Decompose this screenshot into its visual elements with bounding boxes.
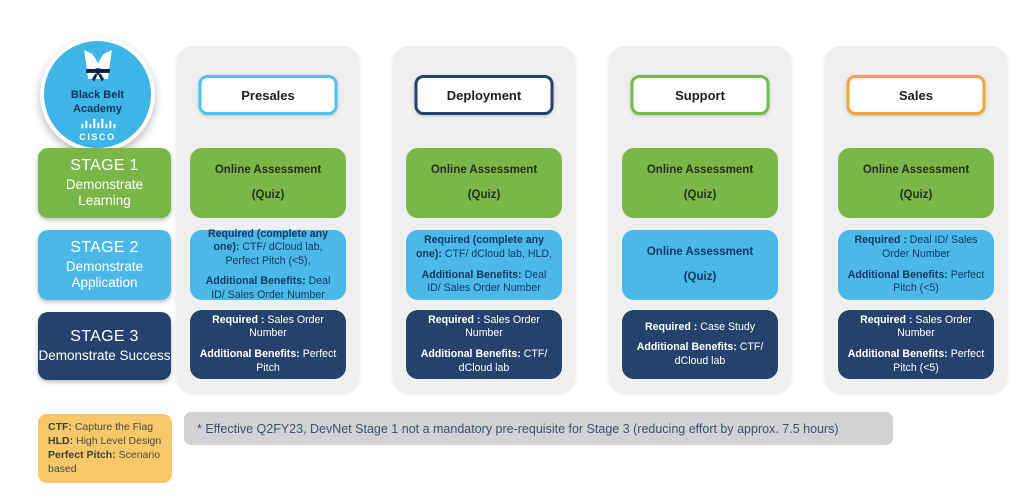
presales-stage2-cell: Required (complete any one): CTF/ dCloud… xyxy=(190,228,346,301)
effective-date-footnote: * Effective Q2FY23, DevNet Stage 1 not a… xyxy=(184,412,893,445)
track-header-sales: Sales xyxy=(846,75,986,115)
support-stage2-cell: Online Assessment (Quiz) xyxy=(622,230,778,300)
presales-stage3-cell: Required : Sales Order Number Additional… xyxy=(190,310,346,379)
logo-title: Black Belt Academy xyxy=(70,89,125,115)
stage-2-label: STAGE 2 Demonstrate Application xyxy=(38,230,171,300)
abbreviation-legend: CTF: Capture the Flag HLD: High Level De… xyxy=(38,414,172,484)
track-header-deployment: Deployment xyxy=(414,75,554,115)
track-column-presales: Presales Online Assessment (Quiz) Requir… xyxy=(176,46,360,393)
track-column-sales: Sales Online Assessment (Quiz) Required … xyxy=(824,46,1008,393)
sales-stage2-cell: Required : Deal ID/ Sales Order Number A… xyxy=(838,230,994,300)
track-column-support: Support Online Assessment (Quiz) Online … xyxy=(608,46,792,393)
sales-stage1-cell: Online Assessment (Quiz) xyxy=(838,148,994,218)
deployment-stage2-cell: Required (complete any one): CTF/ dCloud… xyxy=(406,230,562,300)
support-stage1-cell: Online Assessment (Quiz) xyxy=(622,148,778,218)
deployment-stage3-cell: Required : Sales Order Number Additional… xyxy=(406,310,562,379)
stage-1-label: STAGE 1 Demonstrate Learning xyxy=(38,148,171,218)
presales-stage1-cell: Online Assessment (Quiz) xyxy=(190,148,346,218)
black-belt-academy-logo: Black Belt Academy CISCO xyxy=(40,37,155,152)
sales-stage3-cell: Required : Sales Order Number Additional… xyxy=(838,310,994,379)
cisco-bars-icon xyxy=(80,118,115,128)
stage-3-label: STAGE 3 Demonstrate Success xyxy=(38,312,171,380)
karate-gi-icon xyxy=(83,50,112,82)
track-column-deployment: Deployment Online Assessment (Quiz) Requ… xyxy=(392,46,576,393)
track-header-presales: Presales xyxy=(198,75,338,115)
support-stage3-cell: Required : Case Study Additional Benefit… xyxy=(622,310,778,379)
deployment-stage1-cell: Online Assessment (Quiz) xyxy=(406,148,562,218)
track-header-support: Support xyxy=(630,75,770,115)
cisco-wordmark: CISCO xyxy=(79,131,116,142)
